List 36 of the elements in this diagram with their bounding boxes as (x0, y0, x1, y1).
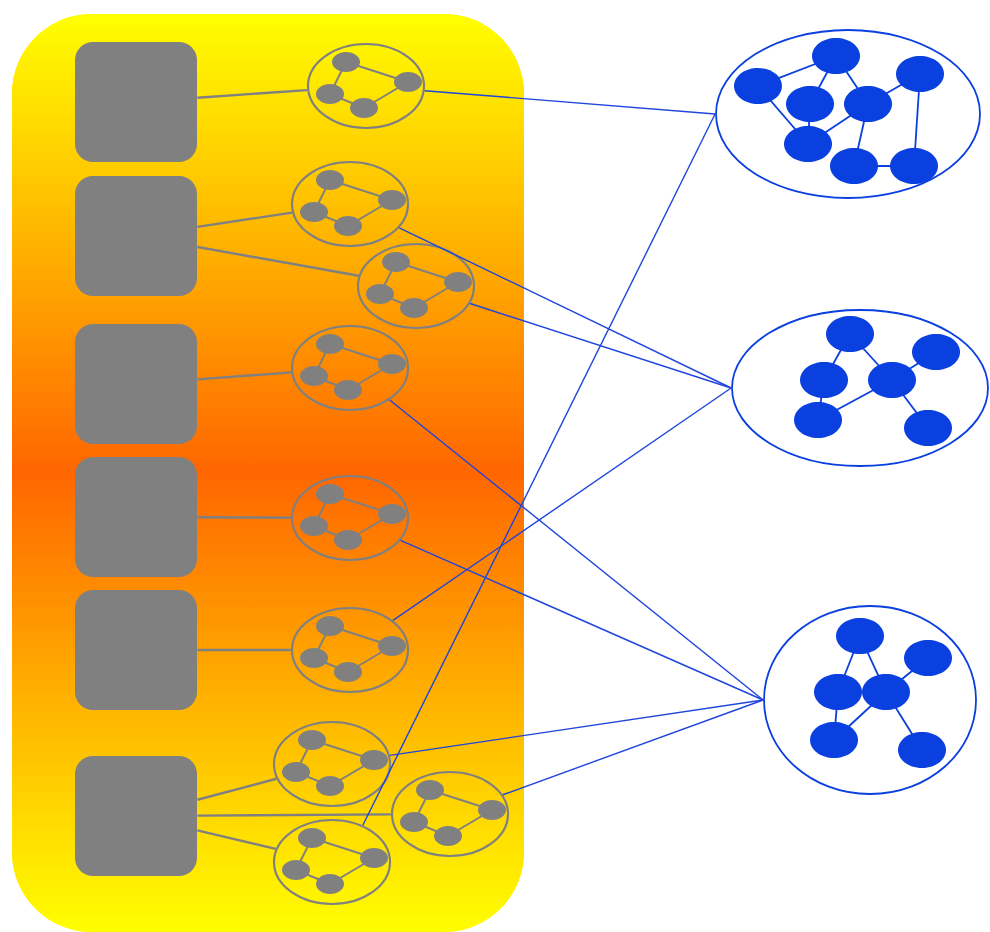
network-cluster (290, 606, 410, 694)
network-cluster (390, 770, 510, 858)
network-cluster (356, 242, 476, 330)
rounded-block (75, 176, 197, 296)
connector-line (469, 302, 732, 389)
connector-line (389, 699, 764, 757)
connector-line (197, 648, 291, 652)
connector-line (197, 211, 293, 228)
network-cluster (731, 309, 989, 467)
connector-line (197, 245, 359, 277)
network-cluster (290, 160, 410, 248)
network-cluster (306, 42, 426, 130)
connector-line (197, 371, 292, 381)
rounded-block (75, 324, 197, 444)
rounded-block (75, 590, 197, 710)
connector-line (362, 113, 716, 826)
rounded-block (75, 756, 197, 876)
connector-line (197, 829, 277, 850)
network-cluster (715, 29, 981, 199)
connector-line (197, 813, 391, 817)
connector-line (197, 516, 291, 519)
connector-line (399, 539, 764, 701)
network-cluster (763, 605, 977, 795)
network-cluster (290, 324, 410, 412)
connector-line (197, 88, 308, 99)
connector-line (392, 387, 732, 622)
network-cluster (290, 474, 410, 562)
connector-line (424, 90, 716, 115)
network-cluster (272, 818, 392, 906)
connector-line (197, 777, 277, 801)
connector-line (398, 227, 732, 389)
rounded-block (75, 42, 197, 162)
rounded-block (75, 457, 197, 577)
connector-line (502, 699, 764, 796)
connector-line (389, 399, 764, 701)
network-cluster (272, 720, 392, 808)
